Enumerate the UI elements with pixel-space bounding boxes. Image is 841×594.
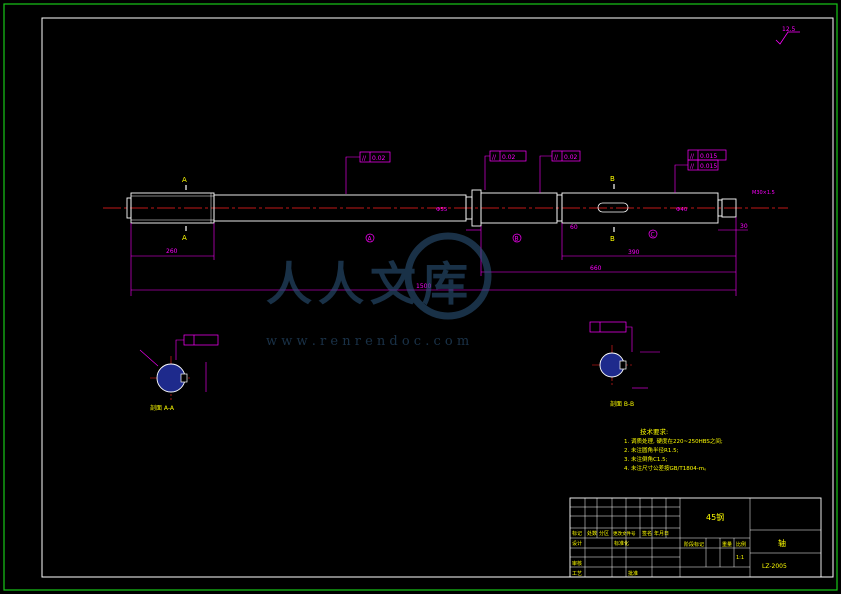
svg-text:A: A — [368, 236, 373, 243]
dim-dia-a: Φ55 — [436, 207, 448, 213]
svg-text:处数: 处数 — [587, 530, 597, 537]
tolerance-frame-1: // 0.02 — [345, 151, 391, 194]
watermark: 人人文库 w w w . r e n r e n d o c . c o m — [266, 232, 492, 349]
section-a-bottom-label: A — [182, 234, 187, 242]
inner-border — [41, 17, 834, 578]
watermark-text: 人人文库 — [266, 257, 474, 311]
designer-label: 设计 — [572, 540, 582, 547]
datum-b-symbol — [512, 233, 522, 243]
outer-border — [3, 3, 838, 591]
tech-req-line-4: 4. 未注尺寸公差按GB/T1804-m。 — [624, 464, 710, 472]
part-name: 轴 — [778, 538, 786, 548]
dim-small-b: 30 — [740, 223, 748, 230]
dimension-lines — [130, 217, 748, 296]
section-b-top-label: B — [610, 175, 615, 183]
svg-text://: // — [492, 154, 497, 161]
review-label: 审核 — [572, 560, 582, 567]
svg-text:分区: 分区 — [599, 530, 609, 537]
svg-text:签名: 签名 — [642, 530, 652, 537]
tech-req-line-2: 2. 未注圆角半径R1.5; — [624, 446, 679, 454]
dim-right-mid: 390 — [628, 249, 640, 256]
title-block: 标记 处数 分区 更改文件号 签名 年月日 设计 标准化 审核 工艺 批准 阶段… — [569, 497, 822, 578]
tolerance-frame-3: // 0.02 — [539, 150, 581, 193]
scale-value: 1:1 — [736, 555, 744, 561]
svg-text:0.02: 0.02 — [372, 155, 386, 162]
roughness-value: 12.5 — [782, 26, 796, 33]
svg-text:标记: 标记 — [572, 530, 582, 537]
material: 45钢 — [706, 512, 724, 522]
approve-label: 批准 — [628, 570, 638, 577]
tolerance-frames: // 0.02 // 0.02 // 0.02 // 0.015 // — [345, 149, 727, 194]
svg-text:B: B — [515, 236, 519, 243]
section-bb-title: 剖面 B-B — [610, 400, 634, 408]
svg-text://: // — [690, 153, 695, 160]
svg-text:阶段标记: 阶段标记 — [684, 541, 704, 548]
technical-requirements: 技术要求: 1. 调质处理, 硬度在220~250HBS之间; 2. 未注圆角半… — [624, 427, 723, 472]
shaft-main-view: A A B B A B C — [103, 175, 788, 243]
svg-text:重量: 重量 — [722, 541, 732, 548]
svg-text:0.02: 0.02 — [502, 154, 516, 161]
svg-text:0.015: 0.015 — [700, 153, 717, 160]
watermark-url: w w w . r e n r e n d o c . c o m — [266, 334, 469, 349]
process-label: 工艺 — [572, 571, 582, 577]
section-aa-view: 剖面 A-A — [139, 334, 219, 412]
corner-roughness-symbol: 12.5 — [775, 26, 800, 45]
datum-c-symbol — [648, 229, 658, 239]
dim-right-long: 660 — [590, 265, 602, 272]
svg-text://: // — [362, 155, 367, 162]
section-bb-view: 剖面 B-B — [589, 321, 660, 408]
tolerance-frame-2: // 0.02 — [484, 150, 527, 190]
datum-a-symbol — [365, 233, 375, 243]
dim-small-a: 60 — [570, 224, 578, 231]
watermark-logo-ring — [404, 232, 492, 320]
section-b-bottom-label: B — [610, 235, 615, 243]
dim-left-length: 260 — [166, 248, 178, 255]
dim-dia-b: Φ40 — [676, 207, 688, 213]
section-aa-title: 剖面 A-A — [150, 404, 175, 412]
tech-req-title: 技术要求: — [640, 427, 668, 436]
svg-text:0.02: 0.02 — [564, 154, 578, 161]
tolerance-frame-5: // 0.015 — [674, 159, 719, 193]
thread-end — [721, 198, 737, 218]
svg-text://: // — [554, 154, 559, 161]
dim-total-length: 1500 — [416, 283, 431, 290]
svg-text:年月日: 年月日 — [654, 530, 669, 537]
drawing-number: LZ-2005 — [762, 563, 787, 570]
tech-req-line-1: 1. 调质处理, 硬度在220~250HBS之间; — [624, 437, 723, 445]
tech-req-line-3: 3. 未注倒角C1.5; — [624, 455, 668, 463]
dimension-texts: 260 1500 390 660 60 30 Φ55 Φ40 M30×1.5 — [166, 190, 775, 290]
svg-text:C: C — [651, 232, 655, 239]
tolerance-frame-4: // 0.015 — [687, 149, 727, 161]
svg-text:0.015: 0.015 — [700, 163, 717, 170]
svg-text://: // — [690, 163, 695, 170]
svg-text:比例: 比例 — [736, 541, 746, 548]
standardization-label: 标准化 — [614, 540, 629, 547]
keyway — [597, 202, 629, 213]
section-a-top-label: A — [182, 176, 187, 184]
dim-thread: M30×1.5 — [752, 190, 775, 196]
svg-text:更改文件号: 更改文件号 — [613, 530, 636, 537]
